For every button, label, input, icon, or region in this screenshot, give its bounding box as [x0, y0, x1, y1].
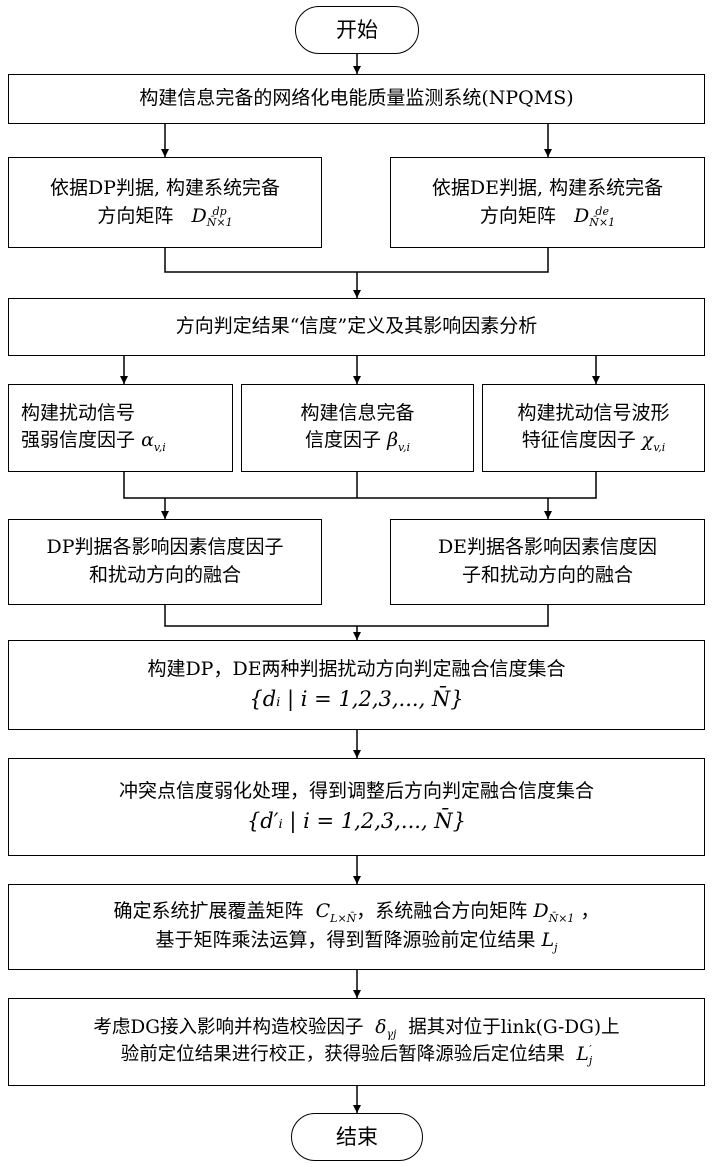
- factor-alpha-line2: 强弱信度因子 αv,i: [21, 427, 166, 456]
- dp-fusion-box: DP判据各影响因素信度因子 和扰动方向的融合: [8, 519, 322, 605]
- fusion-set-box: 构建DP，DE两种判据扰动方向判定融合信度集合 {dᵢ | i = 1,2,3,…: [8, 640, 705, 730]
- join-fusions: [165, 605, 548, 626]
- de-matrix-symbol: D: [574, 205, 589, 227]
- dp-matrix-line2: 方向矩阵 DdpN̄×1: [97, 203, 232, 231]
- end-terminal: 结束: [291, 1113, 423, 1161]
- de-fusion-box: DE判据各影响因素信度因 子和扰动方向的融合: [390, 519, 705, 605]
- factor-alpha-box: 构建扰动信号 强弱信度因子 αv,i: [8, 384, 233, 472]
- fusion-set-line1: 构建DP，DE两种判据扰动方向判定融合信度集合: [147, 656, 565, 684]
- build-npqms-text: 构建信息完备的网络化电能质量监测系统(NPQMS): [139, 85, 573, 113]
- de-matrix-line2: 方向矩阵 DdeN̄×1: [480, 203, 615, 231]
- join-factors: [124, 472, 596, 498]
- conflict-line1: 冲突点信度弱化处理，得到调整后方向判定融合信度集合: [119, 778, 594, 806]
- factor-beta-box: 构建信息完备 信度因子 βv,i: [241, 384, 474, 472]
- factor-chi-line1: 构建扰动信号波形: [517, 400, 669, 428]
- dp-fusion-line1: DP判据各影响因素信度因子: [46, 534, 283, 562]
- start-label: 开始: [336, 15, 378, 45]
- de-matrix-line1: 依据DE判据, 构建系统完备: [432, 175, 663, 203]
- belief-definition-text: 方向判定结果“信度”定义及其影响因素分析: [176, 313, 537, 341]
- dp-fusion-line2: 和扰动方向的融合: [89, 562, 241, 590]
- matrix-mult-line1: 确定系统扩展覆盖矩阵 CL×N̄，系统融合方向矩阵 DN̄×1 ，: [113, 898, 599, 927]
- dg-check-line2: 验前定位结果进行校正，获得验后暂降源验后定位结果 L′j: [121, 1042, 593, 1069]
- factor-beta-line2: 信度因子 βv,i: [305, 427, 410, 456]
- belief-definition-box: 方向判定结果“信度”定义及其影响因素分析: [8, 298, 705, 356]
- conflict-box: 冲突点信度弱化处理，得到调整后方向判定融合信度集合 {d′ᵢ | i = 1,2…: [8, 758, 705, 856]
- de-fusion-line1: DE判据各影响因素信度因: [438, 534, 657, 562]
- join-matrices: [165, 248, 548, 272]
- factor-beta-line1: 构建信息完备: [300, 400, 414, 428]
- matrix-mult-line2: 基于矩阵乘法运算，得到暂降源验前定位结果 Lj: [155, 927, 557, 956]
- conflict-formula: {d′ᵢ | i = 1,2,3,..., N̄}: [247, 806, 466, 836]
- start-terminal: 开始: [295, 6, 419, 54]
- build-npqms-box: 构建信息完备的网络化电能质量监测系统(NPQMS): [8, 74, 705, 124]
- dp-matrix-line1: 依据DP判据, 构建系统完备: [50, 175, 280, 203]
- factor-alpha-line1: 构建扰动信号: [21, 400, 135, 428]
- dp-matrix-symbol: D: [192, 205, 207, 227]
- de-fusion-line2: 子和扰动方向的融合: [462, 562, 633, 590]
- dg-check-box: 考虑DG接入影响并构造校验因子 δγj 据其对位于link(G-DG)上 验前定…: [8, 998, 705, 1086]
- fusion-set-formula: {dᵢ | i = 1,2,3,..., N̄}: [249, 684, 463, 714]
- factor-chi-line2: 特征信度因子 χv,i: [522, 427, 666, 456]
- dp-matrix-box: 依据DP判据, 构建系统完备 方向矩阵 DdpN̄×1: [8, 157, 322, 248]
- de-matrix-box: 依据DE判据, 构建系统完备 方向矩阵 DdeN̄×1: [390, 157, 705, 248]
- factor-chi-box: 构建扰动信号波形 特征信度因子 χv,i: [482, 384, 705, 472]
- end-label: 结束: [336, 1122, 378, 1152]
- dg-check-line1: 考虑DG接入影响并构造校验因子 δγj 据其对位于link(G-DG)上: [93, 1015, 619, 1043]
- matrix-mult-box: 确定系统扩展覆盖矩阵 CL×N̄，系统融合方向矩阵 DN̄×1 ， 基于矩阵乘法…: [8, 884, 705, 970]
